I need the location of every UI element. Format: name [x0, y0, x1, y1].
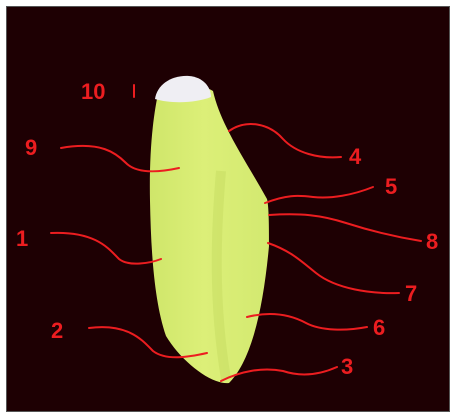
label-2: 2: [51, 318, 63, 343]
label-10: 10: [81, 79, 105, 104]
label-4: 4: [349, 144, 362, 169]
label-7: 7: [405, 281, 417, 306]
diagram-frame: 9 1 2 10 4 5 8 7 6 3: [6, 6, 450, 412]
label-3: 3: [341, 354, 353, 379]
label-9: 9: [25, 135, 37, 160]
label-8: 8: [426, 229, 438, 254]
label-1: 1: [16, 226, 28, 251]
labeled-specimen-diagram: 9 1 2 10 4 5 8 7 6 3: [7, 7, 449, 411]
label-6: 6: [373, 315, 385, 340]
label-5: 5: [385, 174, 397, 199]
